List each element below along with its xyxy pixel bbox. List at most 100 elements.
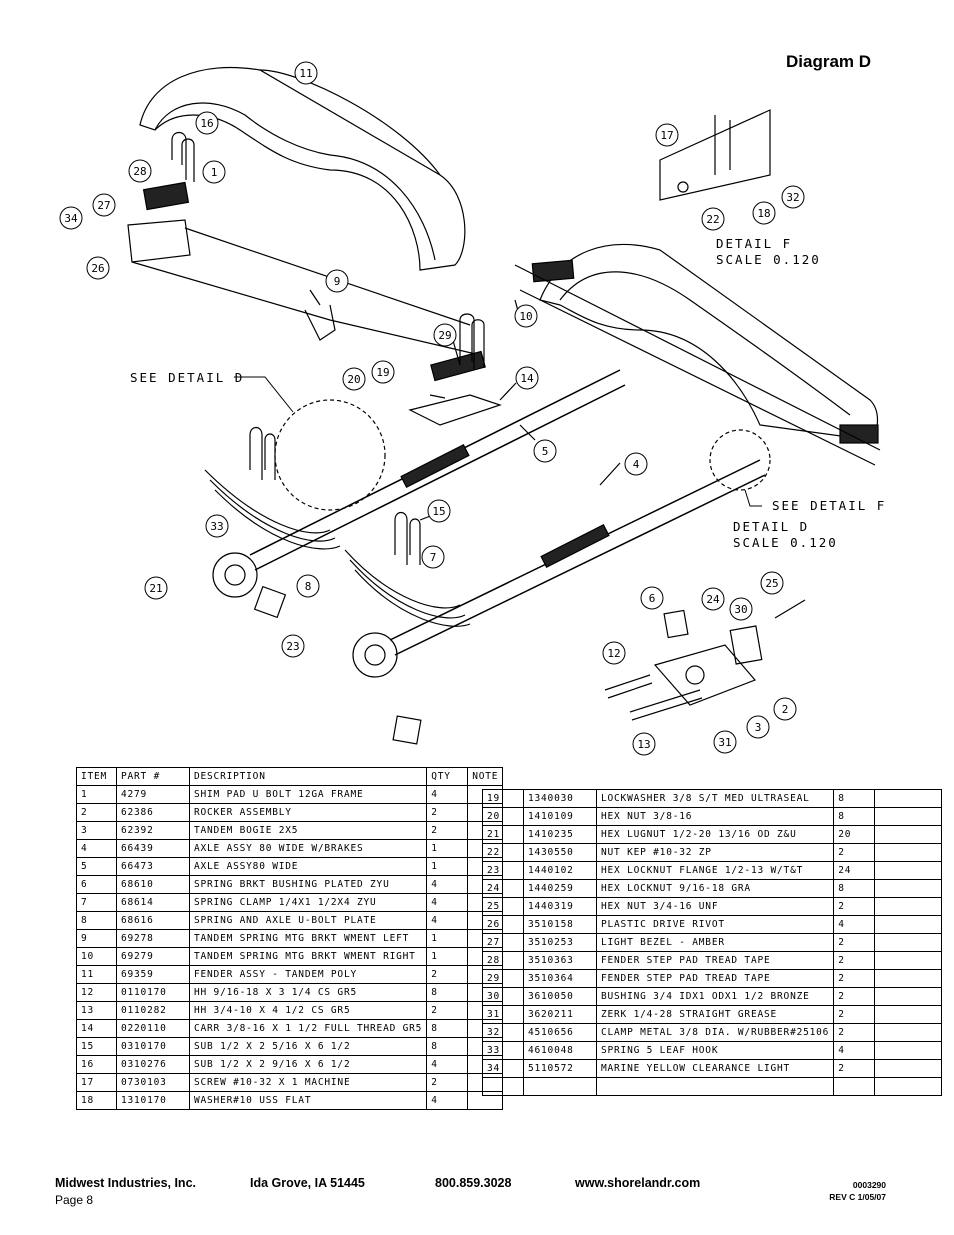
item-cell: 32	[482, 1023, 524, 1042]
callout-15: 22	[701, 207, 725, 231]
footer-phone: 800.859.3028	[435, 1176, 512, 1190]
part-number-cell: 3510253	[523, 933, 597, 952]
description-cell: HH 3/4-10 X 4 1/2 CS GR5	[188, 1001, 428, 1020]
qty-cell: 4	[426, 893, 469, 912]
header-part: PART #	[116, 767, 190, 786]
item-cell: 9	[76, 929, 117, 948]
callout-number: 25	[765, 577, 778, 590]
part-number-cell: 0220110	[116, 1019, 190, 1038]
qty-cell: 8	[833, 807, 876, 826]
qty-cell: 8	[426, 1037, 469, 1056]
footer-doc-number: 0003290	[852, 1180, 886, 1190]
item-cell: 17	[76, 1073, 117, 1092]
callout-number: 14	[520, 372, 534, 385]
item-cell: 14	[76, 1019, 117, 1038]
callout-3: 1	[202, 160, 226, 184]
description-cell: FENDER STEP PAD TREAD TAPE	[595, 969, 835, 988]
callout-number: 24	[706, 593, 720, 606]
callout-number: 28	[133, 165, 146, 178]
callout-5: 34	[59, 206, 83, 230]
part-number-cell: 62386	[116, 803, 190, 822]
header-qty: QTY	[426, 767, 469, 786]
qty-cell: 4	[426, 875, 469, 894]
part-number-cell: 66473	[116, 857, 190, 876]
callout-number: 31	[718, 736, 731, 749]
qty-cell: 2	[833, 1059, 876, 1078]
callout-number: 6	[649, 592, 656, 605]
detail-d-exploded	[604, 599, 806, 721]
description-cell: WASHER#10 USS FLAT	[188, 1091, 428, 1110]
qty-cell: 2	[833, 897, 876, 916]
item-cell: 2	[76, 803, 117, 822]
callout-18: 4	[624, 452, 648, 476]
item-cell: 19	[482, 789, 524, 808]
description-cell: AXLE ASSY 80 WIDE W/BRAKES	[188, 839, 428, 858]
callout-number: 15	[432, 505, 445, 518]
description-cell	[595, 1077, 835, 1096]
item-cell: 15	[76, 1037, 117, 1056]
item-cell: 24	[482, 879, 524, 898]
qty-cell: 1	[426, 857, 469, 876]
callout-number: 8	[305, 580, 312, 593]
callout-number: 19	[376, 366, 389, 379]
callout-20: 7	[421, 545, 445, 569]
callout-number: 30	[734, 603, 747, 616]
callout-13: 17	[655, 123, 679, 147]
footer-revision: REV C 1/05/07	[829, 1192, 886, 1202]
callout-28: 30	[729, 597, 753, 621]
see-detail-d-note: SEE DETAIL D	[130, 370, 244, 385]
callout-21: 33	[205, 514, 229, 538]
part-number-cell: 1310170	[116, 1091, 190, 1110]
part-number-cell: 68616	[116, 911, 190, 930]
qty-cell: 1	[426, 839, 469, 858]
callout-number: 5	[542, 445, 549, 458]
detail-f-scale: SCALE 0.120	[716, 252, 821, 267]
left-fender	[139, 66, 466, 271]
item-cell: 31	[482, 1005, 524, 1024]
part-number-cell: 3620211	[523, 1005, 597, 1024]
part-number-cell: 3510158	[523, 915, 597, 934]
item-cell: 26	[482, 915, 524, 934]
note-cell	[874, 879, 943, 898]
description-cell: NUT KEP #10-32 ZP	[595, 843, 835, 862]
item-cell: 33	[482, 1041, 524, 1060]
item-cell: 16	[76, 1055, 117, 1074]
part-number-cell: 69278	[116, 929, 190, 948]
footer-location: Ida Grove, IA 51445	[250, 1176, 365, 1190]
callout-number: 29	[438, 329, 451, 342]
part-number-cell: 0110170	[116, 983, 190, 1002]
description-cell: SCREW #10-32 X 1 MACHINE	[188, 1073, 428, 1092]
qty-cell: 2	[833, 1005, 876, 1024]
detail-d-scale: SCALE 0.120	[733, 535, 838, 550]
header-note: NOTE	[467, 767, 504, 786]
qty-cell: 2	[833, 951, 876, 970]
table-header-row: ITEM PART # DESCRIPTION QTY NOTE	[76, 767, 504, 786]
qty-cell: 4	[426, 785, 469, 804]
description-cell: ZERK 1/4-28 STRAIGHT GREASE	[595, 1005, 835, 1024]
note-cell	[874, 1077, 943, 1096]
part-number-cell: 3510363	[523, 951, 597, 970]
detail-d-title: DETAIL D	[733, 519, 809, 534]
item-cell: 30	[482, 987, 524, 1006]
callout-7: 9	[325, 269, 349, 293]
description-cell: SUB 1/2 X 2 9/16 X 6 1/2	[188, 1055, 428, 1074]
callout-12: 10	[514, 304, 538, 328]
part-number-cell: 4510656	[523, 1023, 597, 1042]
item-cell: 6	[76, 875, 117, 894]
callout-27: 25	[760, 571, 784, 595]
header-item: ITEM	[76, 767, 117, 786]
description-cell: AXLE ASSY80 WIDE	[188, 857, 428, 876]
item-cell: 7	[76, 893, 117, 912]
note-cell	[874, 951, 943, 970]
qty-cell: 2	[426, 1001, 469, 1020]
qty-cell: 2	[833, 1023, 876, 1042]
callout-number: 4	[633, 458, 640, 471]
